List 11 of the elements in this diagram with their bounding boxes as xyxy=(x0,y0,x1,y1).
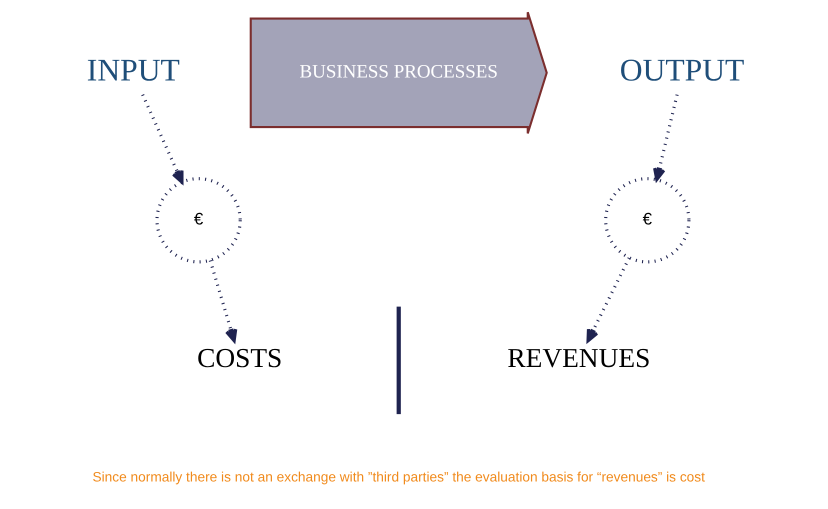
arrow xyxy=(208,260,238,342)
node-text: OUTPUT xyxy=(620,52,744,88)
node-text: COSTS xyxy=(197,342,282,373)
node-text: INPUT xyxy=(86,52,180,88)
node-circle: € xyxy=(604,177,690,264)
node-circle: € xyxy=(155,177,242,264)
arrow xyxy=(141,94,184,184)
label: Since normally there is not an exchange with ”third parties” the evaluation basis for “revenues” is cost xyxy=(92,469,705,484)
arrow xyxy=(653,94,679,182)
node-text: REVENUES xyxy=(507,342,650,373)
arrow xyxy=(586,257,631,342)
